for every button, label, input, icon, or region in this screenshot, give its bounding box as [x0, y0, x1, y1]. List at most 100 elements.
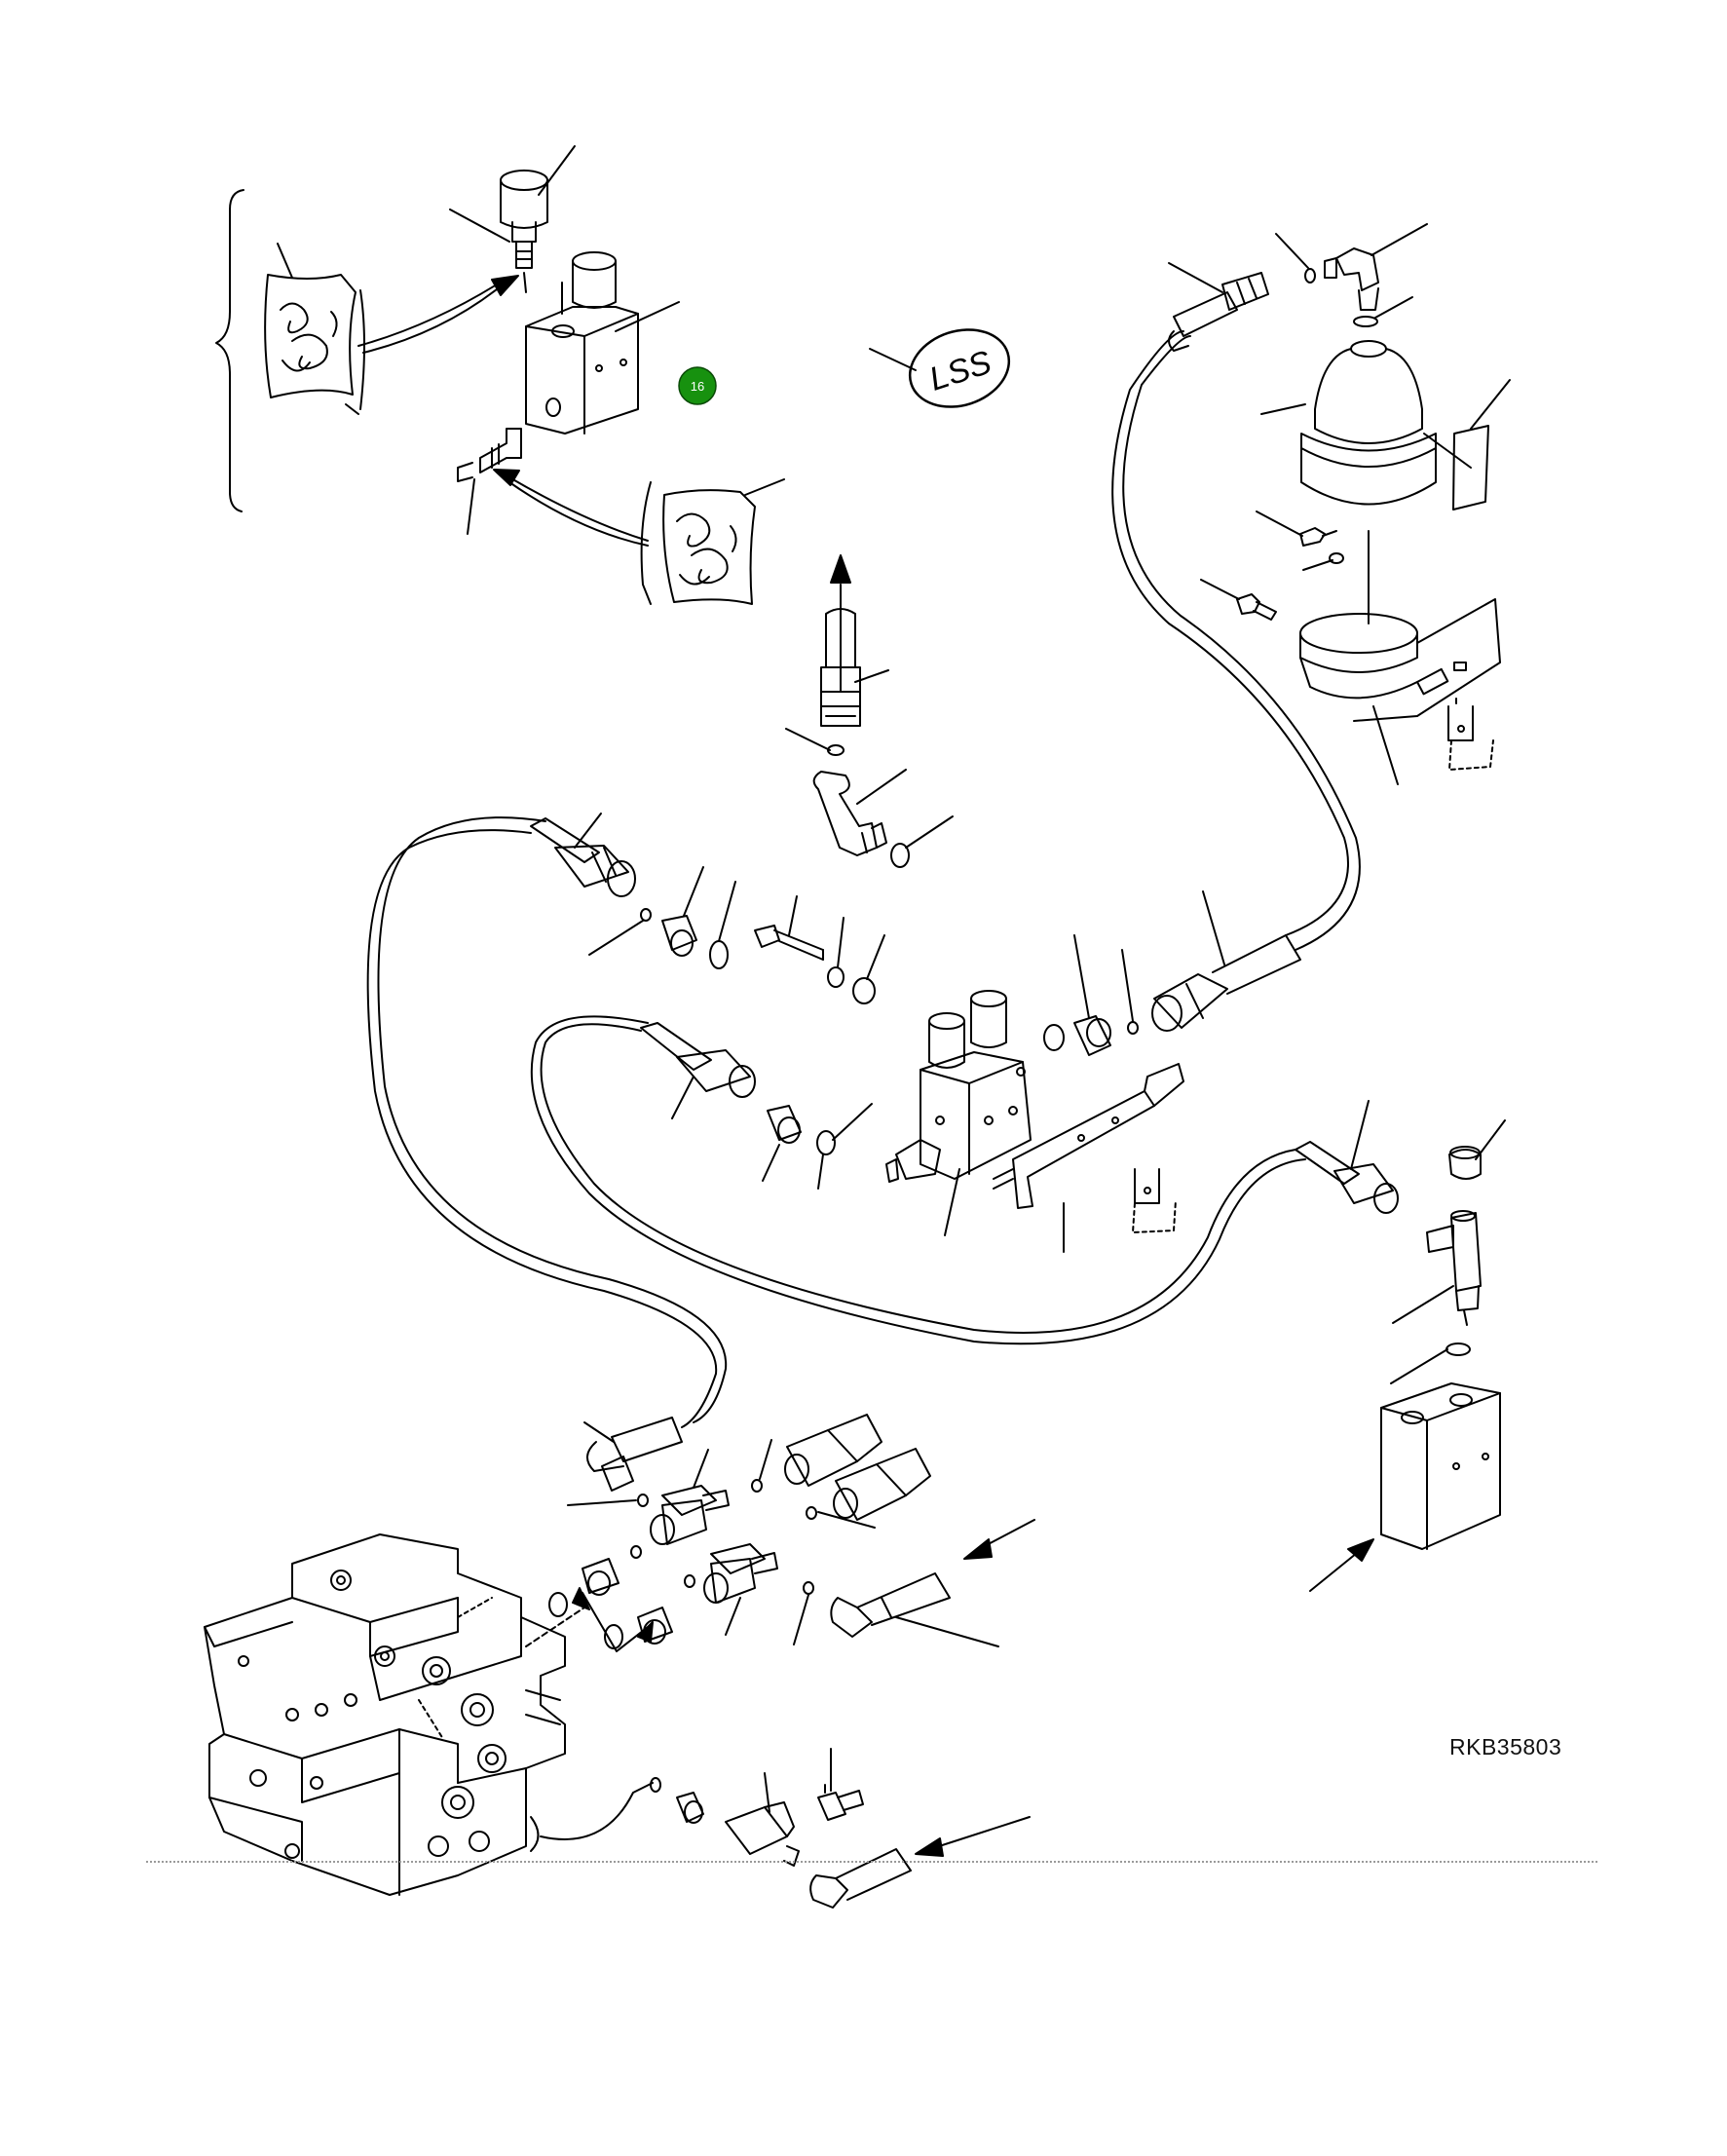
arrow-icon [830, 554, 851, 584]
elbow-hose-pump [830, 1572, 951, 1638]
hose-fitting-top [1168, 272, 1269, 352]
bolt-large [1236, 593, 1277, 621]
leader-line [1073, 934, 1090, 1019]
o-ring [890, 843, 910, 868]
leader-line [615, 301, 680, 332]
solenoid-valve-block [525, 251, 639, 435]
leader-line [785, 728, 831, 751]
arrow-shaft [357, 284, 498, 347]
o-ring [709, 940, 729, 969]
arrow-shaft [508, 476, 649, 542]
sealant-tube-icon [640, 481, 756, 605]
o-ring [684, 1574, 695, 1588]
arrow-shaft [932, 1816, 1031, 1849]
curly-brace [215, 189, 244, 512]
pressure-switch [817, 1784, 864, 1821]
hose-line [540, 1023, 1296, 1334]
long-bolt [754, 925, 824, 961]
hose-end-stub [833, 1448, 931, 1521]
leader-line [277, 243, 293, 279]
straight-adapter [1073, 1015, 1111, 1056]
leader-line [944, 1168, 960, 1236]
washer [827, 966, 845, 988]
bolt-small [1299, 527, 1337, 547]
arrow-icon [572, 1587, 590, 1610]
leader-line [1372, 705, 1399, 785]
o-ring [630, 1545, 642, 1559]
check-valve-side [885, 1139, 941, 1183]
o-ring [548, 1592, 568, 1617]
leader-line [764, 1772, 770, 1813]
check-valve-cartridge [457, 428, 522, 482]
leader-line [895, 1616, 999, 1647]
marker-badge: 16 [678, 366, 717, 405]
leader-line [817, 1154, 824, 1190]
lss-tag-label: LSS [924, 344, 995, 398]
port-block [1380, 1382, 1501, 1550]
solenoid-coil [500, 170, 548, 293]
leader-line [540, 1782, 654, 1840]
leader-line [788, 895, 798, 936]
leader-line [866, 934, 885, 980]
leader-line [793, 1594, 809, 1645]
accumulator [1300, 340, 1437, 506]
mount-symbol [1447, 698, 1494, 771]
leader-line [467, 478, 475, 535]
leader-line [718, 881, 736, 942]
arrow-icon [963, 1538, 993, 1560]
sealant-tube-icon [264, 274, 365, 415]
tee-fitting-right [1426, 1210, 1482, 1326]
o-ring [803, 1581, 814, 1595]
footer-divider [146, 1861, 1597, 1863]
leader-line [1202, 890, 1225, 965]
o-ring [604, 1624, 623, 1649]
tee-fitting-bottom [725, 1801, 800, 1867]
drawing-reference-code: RKB35803 [1449, 1734, 1562, 1759]
arrow-icon [1347, 1538, 1374, 1562]
leader-line [1275, 233, 1309, 269]
hose-line [1122, 335, 1361, 951]
o-ring [806, 1506, 817, 1520]
leader-line [762, 1144, 780, 1182]
o-ring [650, 1777, 661, 1793]
tee-fitting-upper [650, 1485, 730, 1545]
tee-fitting-lower [703, 1543, 778, 1604]
hose-line [1111, 330, 1349, 936]
bracket-group-top-left [215, 189, 244, 512]
adapter-fitting-bottom [676, 1792, 704, 1824]
mount-symbol [1132, 1168, 1177, 1233]
hose-coupling-left [530, 817, 636, 897]
accumulator-bracket [1299, 598, 1501, 722]
arrow-icon [493, 469, 520, 486]
adapter-fitting-pump [582, 1558, 619, 1596]
leader-line [1350, 1100, 1370, 1170]
arrow-shaft [1309, 1548, 1363, 1592]
washer [1329, 552, 1344, 564]
elbow-fitting [1324, 247, 1379, 311]
hose-coupling-far-right [1295, 1141, 1399, 1214]
leader-line [574, 813, 602, 849]
leader-line [683, 866, 704, 917]
leader-line [567, 1499, 637, 1506]
leader-line [449, 208, 510, 243]
leader-line [1121, 949, 1134, 1022]
leader-line [525, 1607, 585, 1647]
lss-tag: LSS [908, 328, 1011, 408]
leader-line [583, 1421, 615, 1443]
leader-line [1302, 559, 1333, 571]
leader-line [1260, 403, 1306, 415]
arrow-shaft [508, 481, 649, 547]
leader-line [1390, 1348, 1448, 1384]
leader-line [582, 1592, 649, 1652]
arrow-shaft [362, 288, 498, 354]
adapter-fitting-lower [767, 1105, 802, 1144]
hose-line [530, 1015, 1306, 1345]
arrow-icon [915, 1837, 944, 1857]
vertical-arrow-up [830, 554, 851, 693]
o-ring [640, 908, 652, 922]
leader-line [1370, 223, 1428, 256]
o-ring [751, 1479, 763, 1493]
leader-line [1475, 1119, 1506, 1160]
leader-line [1392, 1285, 1454, 1324]
